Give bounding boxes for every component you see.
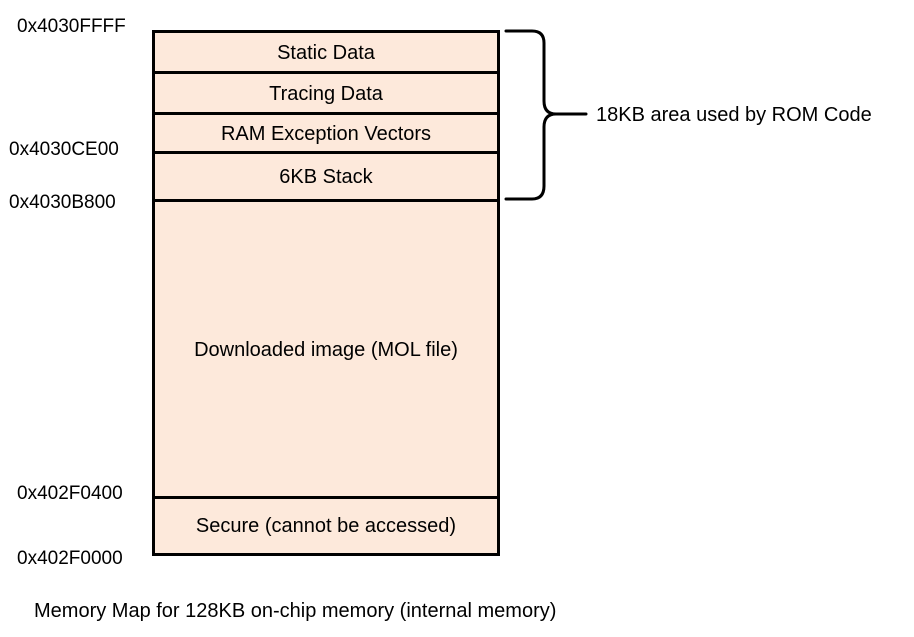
diagram-caption: Memory Map for 128KB on-chip memory (int… — [34, 600, 557, 622]
region-ram-exception-vectors: RAM Exception Vectors — [155, 112, 497, 153]
region-6kb-stack: 6KB Stack — [155, 151, 497, 201]
curly-brace — [504, 29, 588, 201]
address-ce00: 0x4030CE00 — [9, 139, 119, 160]
address-f0000: 0x402F0000 — [17, 548, 123, 569]
region-secure: Secure (cannot be accessed) — [155, 496, 497, 553]
memory-map-block: Static Data Tracing Data RAM Exception V… — [152, 30, 500, 556]
brace-label: 18KB area used by ROM Code — [596, 104, 872, 126]
address-b800: 0x4030B800 — [9, 192, 116, 213]
region-label: Static Data — [277, 41, 375, 64]
address-top: 0x4030FFFF — [17, 16, 126, 37]
region-tracing-data: Tracing Data — [155, 71, 497, 114]
region-label: RAM Exception Vectors — [220, 122, 432, 145]
region-label: Secure (cannot be accessed) — [195, 514, 457, 537]
region-static-data: Static Data — [155, 33, 497, 73]
region-label: Tracing Data — [269, 82, 383, 105]
region-downloaded-image: Downloaded image (MOL file) — [155, 199, 497, 499]
region-label: 6KB Stack — [279, 166, 373, 188]
region-label: Downloaded image (MOL file) — [194, 339, 458, 361]
address-f0400: 0x402F0400 — [17, 483, 123, 504]
